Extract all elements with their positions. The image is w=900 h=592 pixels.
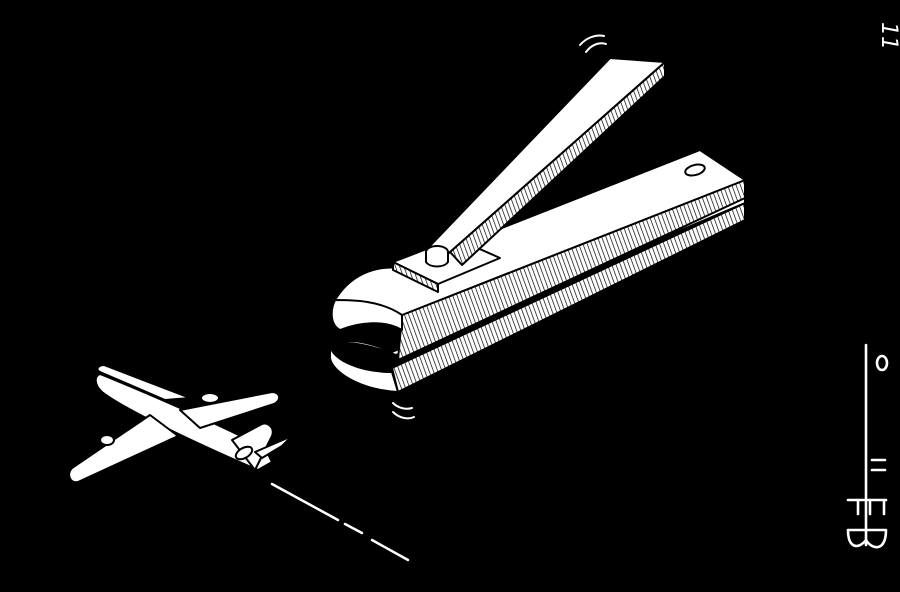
airplane-right-wing [179,391,280,429]
clipper-hole [684,163,706,177]
clipper-lower-jaw-front [329,344,399,393]
clipper-upper-jaw-front [330,299,403,331]
artist-signature [846,343,889,549]
airplane-near-wing [68,414,179,484]
airplane-far-wing [96,364,191,401]
motion-marks [392,34,607,420]
airplane-fuselage [94,373,273,471]
airplane-tail-fin [231,422,274,471]
nail-clipper [329,57,746,393]
page-number: 11 [876,22,900,50]
airplane-engine [200,392,220,404]
airplane-tail-logo [234,445,254,461]
contrail [270,482,410,562]
airplane [68,364,293,484]
airplane-engine [99,434,115,446]
